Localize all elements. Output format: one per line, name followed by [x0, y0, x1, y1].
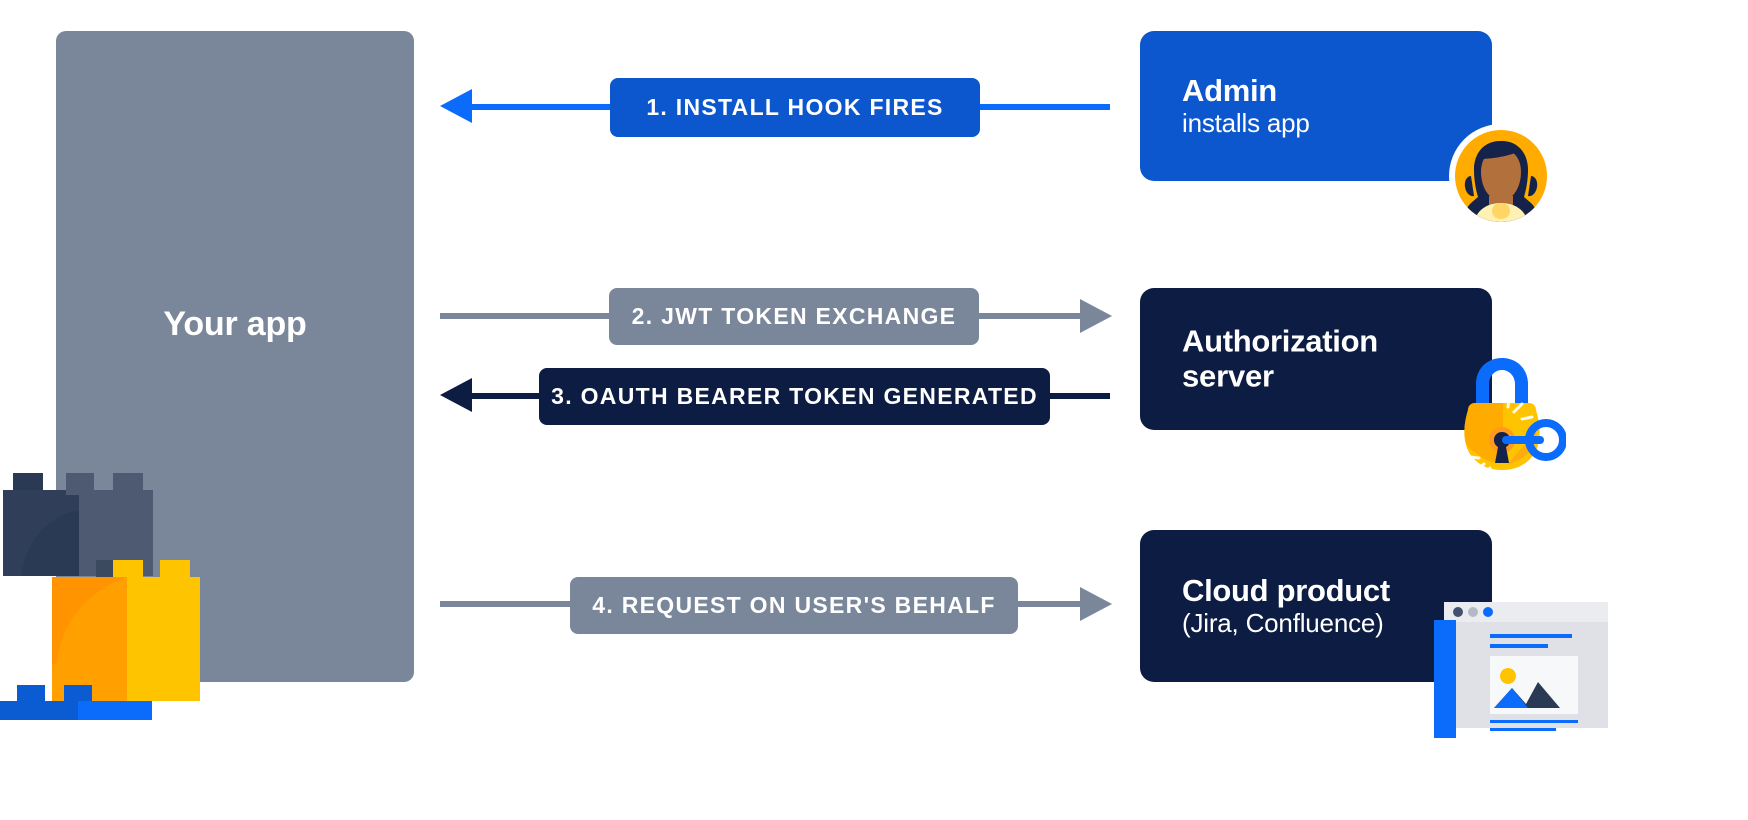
padlock-key-icon: [1446, 340, 1567, 485]
your-app-label: Your app: [163, 305, 307, 343]
flow-4-arrowhead-right: [1080, 587, 1112, 621]
node-cloud-product-title: Cloud product: [1182, 573, 1390, 609]
node-cloud-product[interactable]: Cloud product (Jira, Confluence): [1140, 530, 1492, 682]
flow-1-label[interactable]: 1. INSTALL HOOK FIRES: [610, 78, 980, 137]
flow-3-label[interactable]: 3. OAUTH BEARER TOKEN GENERATED: [539, 368, 1050, 425]
node-authorization-server-subtitle: server: [1182, 358, 1274, 393]
node-cloud-product-subtitle: (Jira, Confluence): [1182, 607, 1384, 638]
flow-3-arrowhead-left: [440, 378, 472, 412]
flow-4-label[interactable]: 4. REQUEST ON USER'S BEHALF: [570, 577, 1018, 634]
node-admin-subtitle: installs app: [1182, 107, 1310, 138]
flow-1-arrowhead-left: [440, 89, 472, 123]
node-admin[interactable]: Admin installs app: [1140, 31, 1492, 181]
browser-window-icon: [1428, 598, 1608, 743]
lego-bricks-icon: [0, 440, 220, 720]
node-admin-title: Admin: [1182, 73, 1277, 109]
user-avatar-icon: [1449, 124, 1553, 233]
flow-2-label[interactable]: 2. JWT TOKEN EXCHANGE: [609, 288, 979, 345]
node-authorization-server-title: Authorization: [1182, 323, 1378, 359]
node-authorization-server[interactable]: Authorization server: [1140, 288, 1492, 430]
flow-2-arrowhead-right: [1080, 299, 1112, 333]
